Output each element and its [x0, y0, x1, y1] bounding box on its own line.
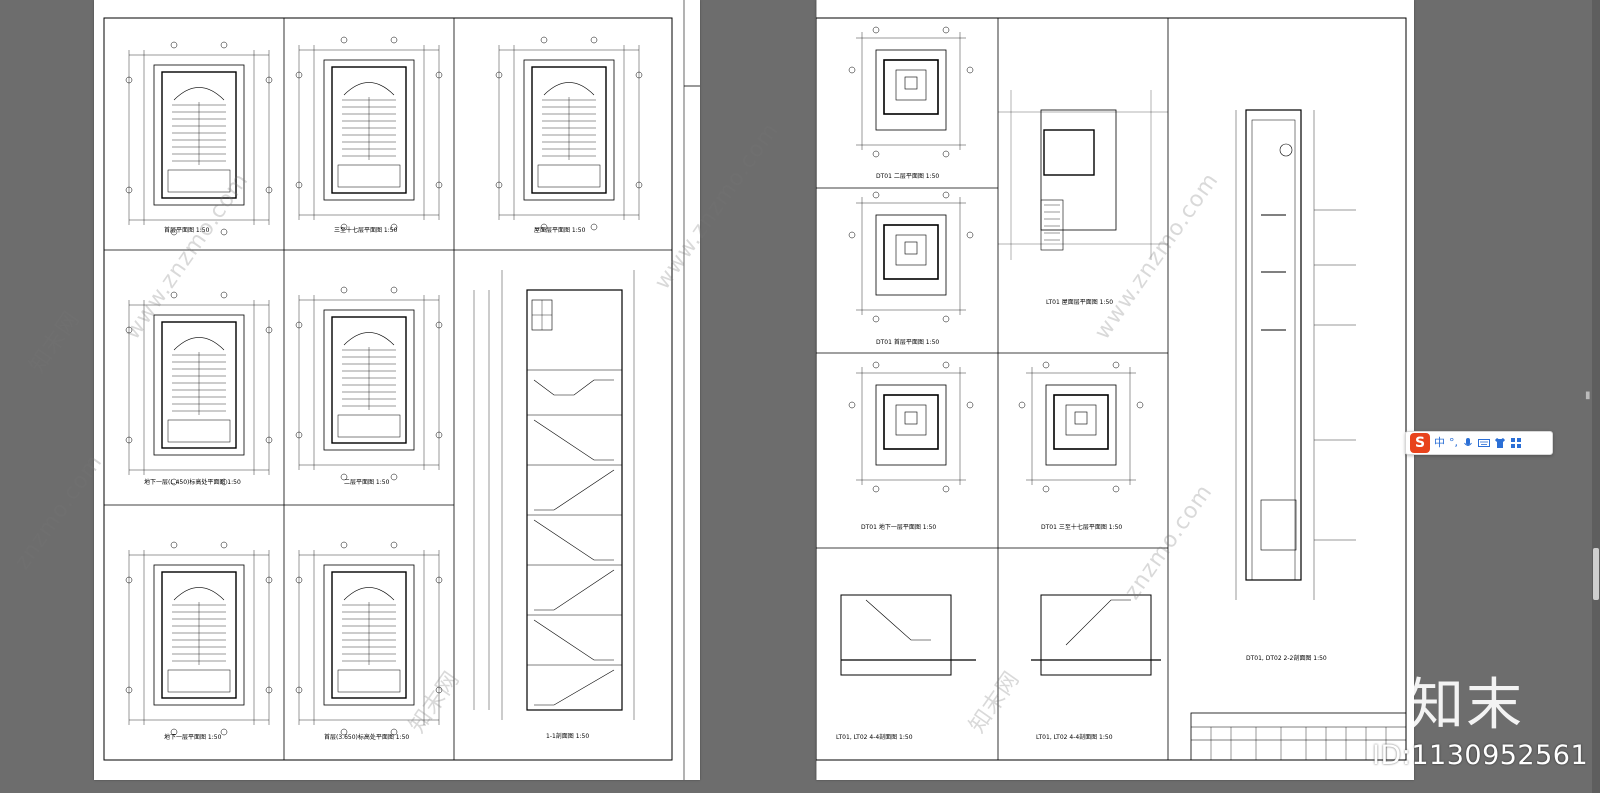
plan-title: 二层平面图 1:50 [344, 479, 390, 486]
plan-title: 1-1剖面图 1:50 [546, 732, 589, 740]
plan-title: LT01, LT02 4-4剖面图 1:50 [1036, 733, 1113, 741]
ime-punctuation-toggle[interactable]: °, [1449, 436, 1458, 449]
plan-title: DT01 首层平面图 1:50 [876, 338, 939, 346]
plan-title: 屋面层平面图 1:50 [534, 227, 586, 234]
plan-title: 地下一层平面图 1:50 [164, 733, 222, 741]
plan-title: 三至十七层平面图 1:50 [334, 226, 398, 234]
scroll-indicator-icon: ▮ [1585, 390, 1591, 401]
plan-title: 首层平面图 1:50 [164, 226, 210, 234]
plan-title: 首层(3.650)标高处平面图 1:50 [324, 733, 409, 741]
watermark-text: 知末网 [24, 306, 85, 378]
cad-drawing-right: DT01 首层平面图 1:50 DT01 二层平面图 1:50 DT01 地下一… [816, 0, 1407, 780]
toolbox-grid-icon[interactable] [1510, 437, 1522, 449]
roof-plan-drawing [998, 90, 1168, 260]
plan-title: DT01, DT02 2-2剖面图 1:50 [1246, 654, 1327, 662]
section-1-1-drawing [473, 270, 635, 720]
stair-plan-1 [125, 41, 273, 236]
watermark-text: znzmo.com [10, 449, 108, 575]
vertical-scrollbar[interactable] [1592, 0, 1600, 793]
asset-id-label: ID:1130952561 [1372, 740, 1589, 771]
microphone-icon[interactable] [1462, 437, 1474, 449]
drawing-sheet-right: DT01 首层平面图 1:50 DT01 二层平面图 1:50 DT01 地下一… [816, 0, 1414, 780]
plan-title: LT01, LT02 4-4剖面图 1:50 [836, 733, 913, 741]
title-block [1190, 712, 1407, 761]
ime-mode-toggle[interactable]: 中 [1434, 436, 1445, 449]
elevator-shaft-section [1235, 109, 1356, 600]
plan-title: LT01 屋面层平面图 1:50 [1046, 299, 1113, 306]
plan-title: 地下一层(L.450)标高处平面图 1:50 [144, 478, 241, 486]
skin-shirt-icon[interactable] [1494, 437, 1506, 449]
plan-title: DT01 二层平面图 1:50 [876, 173, 939, 180]
ime-toolbar[interactable]: S 中 °, [1405, 431, 1553, 455]
plan-title: DT01 三至十七层平面图 1:50 [1041, 523, 1122, 531]
drawing-sheet-left: 首层平面图 1:50 三至十七层平面图 1:50 屋面层平面图 1:50 地下一… [94, 0, 700, 780]
ime-logo-icon[interactable]: S [1410, 433, 1430, 453]
keyboard-icon[interactable] [1478, 437, 1490, 449]
plan-title: DT01 地下一层平面图 1:50 [861, 523, 936, 531]
section-4-4-drawings [840, 594, 1161, 676]
brand-logo: 知末 [1408, 673, 1524, 738]
scrollbar-thumb[interactable] [1593, 548, 1599, 600]
cad-drawing-left: 首层平面图 1:50 三至十七层平面图 1:50 屋面层平面图 1:50 地下一… [103, 0, 700, 780]
